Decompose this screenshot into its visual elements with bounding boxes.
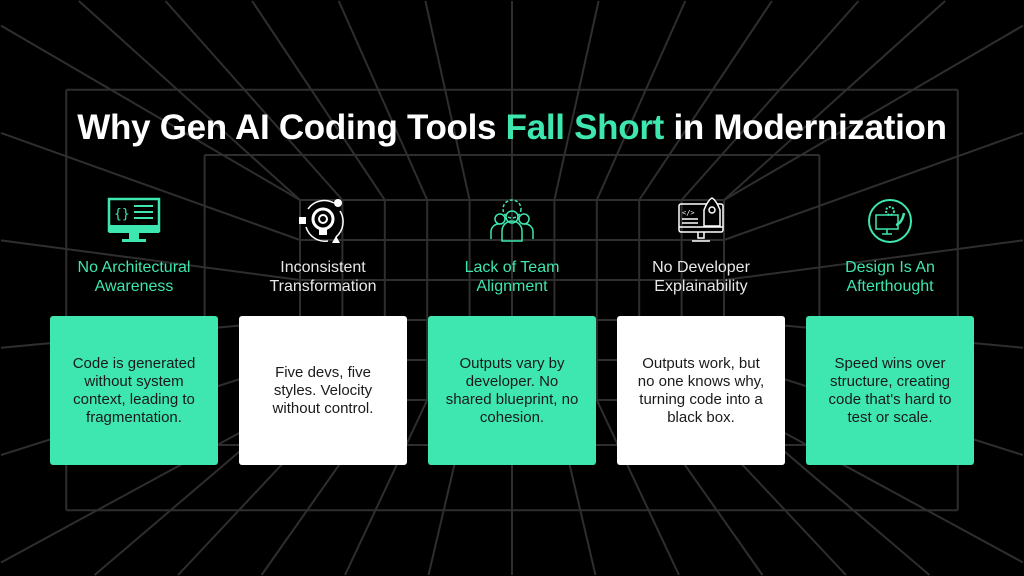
description-card: Five devs, five styles. Velocity without… <box>239 316 407 465</box>
grid-line <box>638 0 773 201</box>
monitor-code-icon: {} <box>50 195 218 247</box>
column-inconsistent-transformation: Inconsistent Transformation Five devs, f… <box>239 195 407 465</box>
description-card: Speed wins over structure, creating code… <box>806 316 974 465</box>
grid-line <box>344 399 429 576</box>
column-design-afterthought: Design Is An Afterthought Speed wins ove… <box>806 195 974 465</box>
svg-text:</>: </> <box>682 209 695 217</box>
team-gear-icon <box>428 195 596 247</box>
title-text-end: in Modernization <box>664 108 947 147</box>
grid-line <box>0 24 301 201</box>
grid-line <box>595 399 680 576</box>
grid-line <box>337 0 429 201</box>
design-circle-icon <box>806 195 974 247</box>
grid-line <box>553 0 600 201</box>
grid-line <box>251 0 386 201</box>
grid-line <box>595 0 687 201</box>
lightbulb-gear-cycle-icon <box>239 195 407 247</box>
grid-line <box>723 239 1024 281</box>
column-label: No Developer Explainability <box>652 259 750 295</box>
column-label: Lack of Team Alignment <box>464 259 560 295</box>
column-team-alignment: Lack of Team Alignment Outputs vary by d… <box>428 195 596 465</box>
grid-line <box>0 239 301 281</box>
description-card: Code is generated without system context… <box>50 316 218 465</box>
grid-line <box>0 132 301 241</box>
column-architectural-awareness: {} No Architectural Awareness Code is ge… <box>50 195 218 465</box>
description-card: Outputs work, but no one knows why, turn… <box>617 316 785 465</box>
column-label: Inconsistent Transformation <box>269 259 377 295</box>
grid-line <box>723 24 1024 201</box>
title-text: Why Gen AI Coding Tools <box>77 108 506 147</box>
column-developer-explainability: </> No Developer Explainability Outputs … <box>617 195 785 465</box>
title-highlight: Fall Short <box>505 108 665 147</box>
monitor-rocket-icon: </> <box>617 195 785 247</box>
grid-line <box>164 0 344 201</box>
svg-text:{}: {} <box>114 207 130 222</box>
grid-line <box>680 0 860 201</box>
grid-line <box>723 132 1024 241</box>
page-title: Why Gen AI Coding Tools Fall Short in Mo… <box>0 108 1024 148</box>
description-card: Outputs vary by developer. No shared blu… <box>428 316 596 465</box>
grid-line <box>723 0 946 201</box>
column-label: No Architectural Awareness <box>77 259 191 295</box>
column-label: Design Is An Afterthought <box>845 259 935 295</box>
grid-line <box>424 0 471 201</box>
grid-line <box>78 0 301 201</box>
